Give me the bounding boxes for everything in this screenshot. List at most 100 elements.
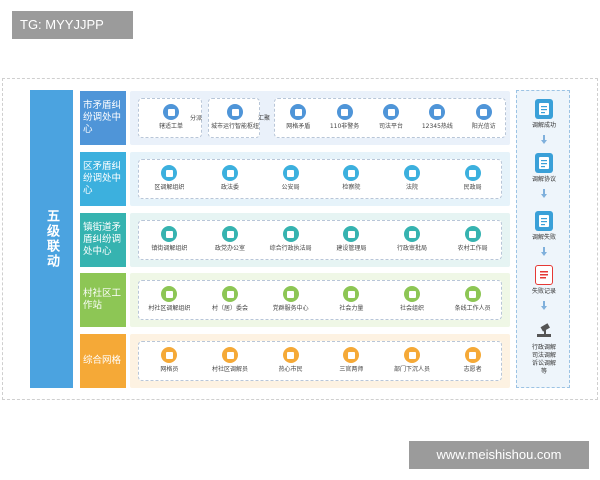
node-item: 综合行政执法局 xyxy=(261,223,321,259)
node-item: 政党办公室 xyxy=(200,223,260,259)
node-label: 农村工作局 xyxy=(457,245,488,252)
flow-label: 调解失败 xyxy=(531,234,556,241)
node-label: 阳光信访 xyxy=(471,123,496,130)
flow-column: 调解成功调解协议调解失败失败记录行政调解 司法调解 诉讼调解 等 xyxy=(516,90,570,388)
node-item: 网格矛盾 xyxy=(268,101,328,137)
flow-label: 调解协议 xyxy=(531,176,556,183)
gavel-icon xyxy=(404,165,420,181)
gavel-icon xyxy=(535,321,553,341)
approval-icon xyxy=(404,226,420,242)
mediator-icon xyxy=(222,347,238,363)
node-item: 热心市民 xyxy=(261,344,321,380)
diagram-frame xyxy=(2,78,598,400)
node-label: 村社区调解组织 xyxy=(148,305,191,312)
node-label: 政党办公室 xyxy=(214,245,245,252)
office-icon xyxy=(222,226,238,242)
node-item: 党群服务中心 xyxy=(261,283,321,319)
node-label: 志愿者 xyxy=(463,366,482,373)
node-item: 12345热线 xyxy=(407,101,467,137)
police-icon xyxy=(282,165,299,181)
petition-icon xyxy=(475,104,492,120)
node-item: 公安局 xyxy=(261,162,321,198)
node-label: 行政审批局 xyxy=(396,245,427,252)
member-panel: 区调解组织政法委公安局检察院法院民政局 xyxy=(138,159,502,199)
grid-icon xyxy=(343,347,360,363)
committee-icon xyxy=(222,286,238,302)
member-panel: 镇街调解组织 政党办公室 综合行政执法局建设管理局 行政审批局 农村工作局 xyxy=(138,220,502,260)
flow-arrow-icon xyxy=(541,189,547,199)
node-label: 城市运行智能枢纽 xyxy=(210,123,259,130)
flow-label: 失败记录 xyxy=(531,288,556,295)
node-item: 政法委 xyxy=(200,162,260,198)
node-label: 辖适工单 xyxy=(158,123,183,130)
node-label: 检察院 xyxy=(342,184,361,191)
node-label: 条线工作人员 xyxy=(454,305,491,312)
phone-icon xyxy=(429,104,446,120)
node-label: 网格员 xyxy=(160,366,179,373)
flow-step: 调解协议 xyxy=(517,153,571,184)
level-label: 市矛盾纠纷调处中心 xyxy=(80,91,126,145)
building-icon xyxy=(227,104,243,120)
node-item: 村社区调解员 xyxy=(200,344,260,380)
node-label: 12345热线 xyxy=(421,123,453,130)
org-icon xyxy=(161,165,178,181)
document-arrow-icon xyxy=(535,211,553,231)
node-label: 政法委 xyxy=(220,184,239,191)
node-item: 三官两师 xyxy=(321,344,381,380)
node-label: 热心市民 xyxy=(278,366,303,373)
node-label: 建设管理局 xyxy=(336,245,367,252)
flow-step: 失败记录 xyxy=(517,265,571,296)
level-label: 综合网格 xyxy=(80,334,126,388)
citizen-icon xyxy=(282,347,299,363)
node-item: 阳光信访 xyxy=(454,101,514,137)
node-item: 镇街调解组织 xyxy=(139,223,199,259)
member-panel: 网格员村社区调解员热心市民三官两师部门下沉人员志愿者 xyxy=(138,341,502,381)
police-icon xyxy=(336,104,353,120)
level-band: 区调解组织政法委公安局检察院法院民政局 xyxy=(130,152,510,206)
grid-icon xyxy=(290,104,307,120)
node-label: 三官两师 xyxy=(339,366,364,373)
node-item: 农村工作局 xyxy=(443,223,503,259)
node-label: 法院 xyxy=(405,184,418,191)
level-label: 镇街道矛盾纠纷调处中心 xyxy=(80,213,126,267)
level-band: 村社区调解组织村（居）委会党群服务中心社会力量社会组织条线工作人员 xyxy=(130,273,510,327)
person-icon xyxy=(161,347,178,363)
node-item: 建设管理局 xyxy=(321,223,381,259)
node-label: 区调解组织 xyxy=(154,184,185,191)
node-item: 社会力量 xyxy=(321,283,381,319)
document-check-icon xyxy=(535,99,553,119)
node-item: 村（居）委会 xyxy=(200,283,260,319)
farm-icon xyxy=(464,226,481,242)
flow-arrow-icon xyxy=(541,247,547,257)
flow-step: 调解成功 xyxy=(517,99,571,130)
flow-label: 行政调解 司法调解 诉讼调解 等 xyxy=(531,344,556,375)
node-label: 村社区调解员 xyxy=(211,366,248,373)
flow-arrow-icon xyxy=(541,301,547,311)
document-icon xyxy=(163,104,179,120)
shield-icon xyxy=(222,165,238,181)
node-item: 村社区调解组织 xyxy=(139,283,199,319)
watermark-bottom: www.meishishou.com xyxy=(409,441,589,469)
law-icon xyxy=(282,226,299,242)
org-icon xyxy=(161,286,178,302)
flow-arrow-icon xyxy=(541,135,547,145)
building-icon xyxy=(343,226,360,242)
node-label: 党群服务中心 xyxy=(272,305,309,312)
node-label: 110非警务 xyxy=(329,123,360,130)
node-label: 社会力量 xyxy=(339,305,364,312)
handshake-icon xyxy=(343,286,360,302)
node-item: 检察院 xyxy=(321,162,381,198)
red-document-icon xyxy=(535,265,553,285)
level-band: 网格员村社区调解员热心市民三官两师部门下沉人员志愿者 xyxy=(130,334,510,388)
flow-label: 调解成功 xyxy=(531,122,556,129)
node-label: 镇街调解组织 xyxy=(151,245,188,252)
node-item: 司法平台 xyxy=(361,101,421,137)
node-item: 城市运行智能枢纽 xyxy=(205,101,265,137)
watermark-top: TG: MYYJJPP xyxy=(12,11,133,39)
party-icon xyxy=(282,286,299,302)
source-panel: 城市运行智能枢纽 xyxy=(208,98,260,138)
flow-step: 调解失败 xyxy=(517,211,571,242)
org-icon xyxy=(161,226,178,242)
node-item: 条线工作人员 xyxy=(443,283,503,319)
